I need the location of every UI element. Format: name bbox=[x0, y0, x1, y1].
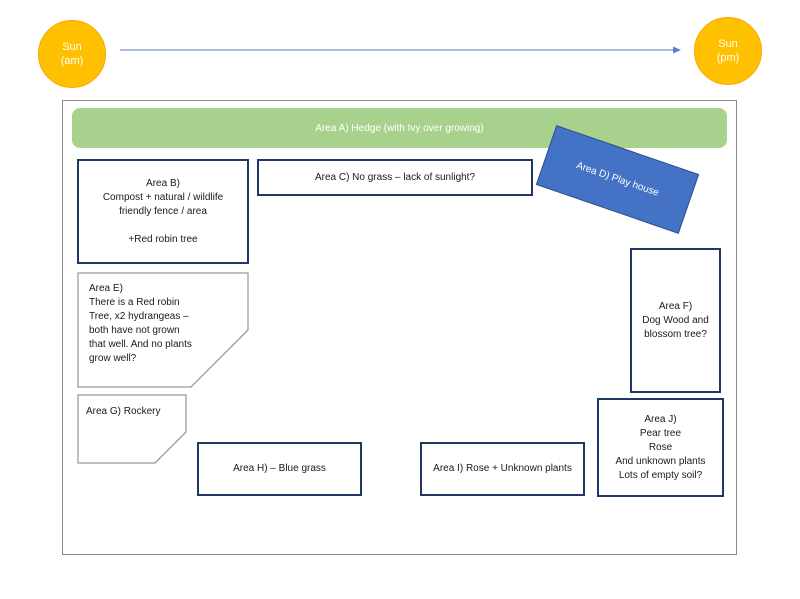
area-j-line-4: And unknown plants bbox=[615, 455, 706, 467]
area-g-text: Area G) Rockery bbox=[86, 405, 186, 419]
area-j-line-5: Lots of empty soil? bbox=[618, 469, 703, 481]
area-b-line-1: Area B) bbox=[146, 177, 180, 189]
area-c-label: Area C) No grass – lack of sunlight? bbox=[314, 171, 476, 183]
area-b-line-5: +Red robin tree bbox=[128, 233, 198, 245]
area-b-line-2: Compost + natural / wildlife bbox=[102, 191, 224, 203]
area-h-box: Area H) – Blue grass bbox=[197, 442, 362, 496]
area-e-shape bbox=[77, 272, 249, 388]
sun-pm-marker: Sun (pm) bbox=[694, 17, 762, 85]
sun-am-label: Sun bbox=[62, 41, 82, 53]
area-e-line-6: grow well? bbox=[89, 353, 137, 364]
area-b-box: Area B) Compost + natural / wildlife fri… bbox=[77, 159, 249, 264]
area-f-box: Area F) Dog Wood and blossom tree? bbox=[630, 248, 721, 393]
area-j-line-1: Area J) bbox=[644, 413, 677, 425]
area-j-line-2: Pear tree bbox=[639, 427, 682, 439]
area-j-box: Area J) Pear tree Rose And unknown plant… bbox=[597, 398, 724, 497]
area-a-hedge: Area A) Hedge (with Ivy over growing) bbox=[72, 108, 727, 148]
area-f-line-3: blossom tree? bbox=[644, 328, 707, 340]
area-e-line-5: that well. And no plants bbox=[89, 339, 192, 350]
area-h-label: Area H) – Blue grass bbox=[233, 463, 326, 474]
area-e-text: Area E) There is a Red robin Tree, x2 hy… bbox=[89, 282, 239, 366]
sun-am-marker: Sun (am) bbox=[38, 20, 106, 88]
area-j-line-3: Rose bbox=[648, 441, 673, 453]
area-g-shape bbox=[77, 394, 187, 464]
area-f-line-1: Area F) bbox=[658, 300, 693, 312]
sun-path-arrow bbox=[120, 46, 681, 54]
area-e-line-3: Tree, x2 hydrangeas – bbox=[89, 311, 189, 322]
area-i-box: Area I) Rose + Unknown plants bbox=[420, 442, 585, 496]
area-c-box: Area C) No grass – lack of sunlight? bbox=[257, 159, 533, 196]
area-a-label: Area A) Hedge (with Ivy over growing) bbox=[315, 122, 484, 134]
area-e-line-1: Area E) bbox=[89, 283, 123, 294]
area-e-line-2: There is a Red robin bbox=[89, 297, 180, 308]
garden-outline bbox=[62, 100, 737, 555]
area-f-line-2: Dog Wood and bbox=[642, 314, 709, 326]
area-i-label: Area I) Rose + Unknown plants bbox=[433, 463, 572, 474]
sun-am-time: (am) bbox=[60, 55, 84, 67]
area-g-label: Area G) Rockery bbox=[86, 406, 161, 417]
sun-pm-label: Sun bbox=[718, 38, 738, 50]
sun-pm-time: (pm) bbox=[716, 52, 740, 64]
area-e-line-4: both have not grown bbox=[89, 325, 180, 336]
area-b-line-3: friendly fence / area bbox=[119, 205, 207, 217]
